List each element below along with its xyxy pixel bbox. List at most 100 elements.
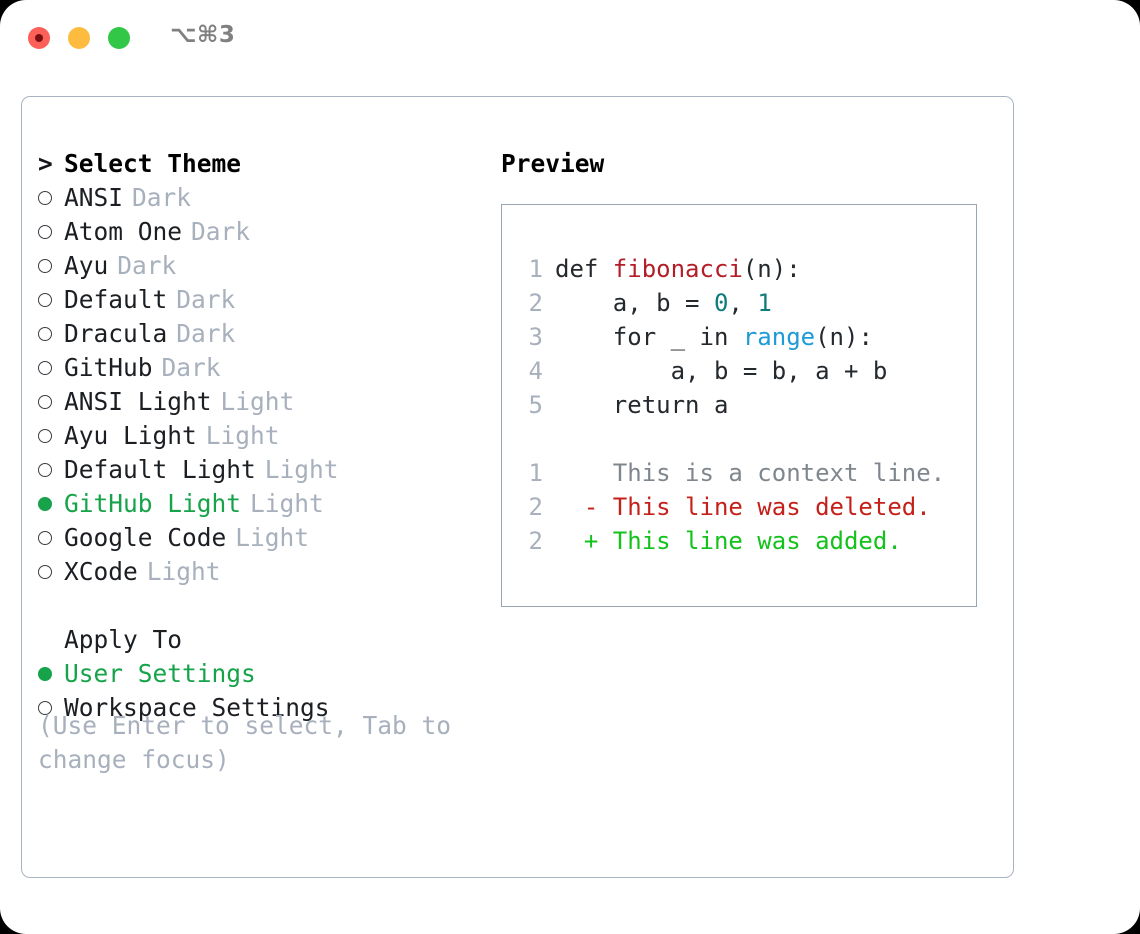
diff-line: 2 + This line was added. bbox=[521, 524, 945, 558]
radio-unselected-icon[interactable] bbox=[38, 419, 64, 453]
radio-unselected-icon[interactable] bbox=[38, 317, 64, 351]
select-theme-header: > Select Theme bbox=[38, 147, 488, 181]
code-token: (n): bbox=[742, 255, 801, 283]
radio-unselected-icon[interactable] bbox=[38, 555, 64, 589]
theme-option-kind: Light bbox=[220, 387, 295, 416]
minimize-button[interactable] bbox=[68, 27, 90, 49]
theme-option-row[interactable]: ANSI Light Light bbox=[38, 385, 488, 419]
theme-option-kind: Dark bbox=[176, 285, 236, 314]
theme-option-kind: Light bbox=[250, 489, 324, 518]
code-token: a, b = b, a + b bbox=[555, 357, 888, 385]
close-button[interactable] bbox=[28, 27, 50, 49]
diff-line-number: 2 bbox=[528, 527, 543, 555]
radio-unselected-icon[interactable] bbox=[38, 351, 64, 385]
theme-option-kind: Light bbox=[146, 557, 221, 586]
theme-option-label: Default bbox=[64, 285, 168, 314]
theme-option-label: Ayu bbox=[64, 251, 109, 280]
radio-dot bbox=[38, 327, 52, 341]
apply-to-marker-placeholder: ○ bbox=[38, 623, 64, 657]
theme-option-label: GitHub bbox=[64, 353, 153, 382]
radio-unselected-icon[interactable] bbox=[38, 249, 64, 283]
theme-option-row[interactable]: ANSI Dark bbox=[38, 181, 488, 215]
theme-option-label: Ayu Light bbox=[64, 421, 197, 450]
apply-to-header: ○Apply To bbox=[38, 623, 488, 657]
radio-dot bbox=[38, 395, 52, 409]
preview-title: Preview bbox=[501, 149, 605, 178]
theme-option-label: ANSI Light bbox=[64, 387, 212, 416]
diff-line: 2 - This line was deleted. bbox=[521, 490, 945, 524]
radio-unselected-icon[interactable] bbox=[38, 691, 64, 725]
radio-unselected-icon[interactable] bbox=[38, 215, 64, 249]
radio-dot bbox=[38, 701, 52, 715]
theme-option-label: ANSI bbox=[64, 183, 124, 212]
radio-dot bbox=[38, 293, 52, 307]
theme-option-row[interactable]: Atom One Dark bbox=[38, 215, 488, 249]
radio-selected-icon[interactable] bbox=[38, 657, 64, 691]
theme-option-kind: Dark bbox=[176, 319, 236, 348]
theme-option-kind: Dark bbox=[132, 183, 192, 212]
radio-unselected-icon[interactable] bbox=[38, 385, 64, 419]
apply-to-option-row[interactable]: User Settings bbox=[38, 657, 488, 691]
code-token: a, b = bbox=[555, 289, 714, 317]
theme-option-label: Atom One bbox=[64, 217, 183, 246]
section-spacer bbox=[38, 589, 488, 623]
code-token: fibonacci bbox=[612, 255, 743, 283]
maximize-button[interactable] bbox=[108, 27, 130, 49]
apply-to-header-label: Apply To bbox=[64, 625, 183, 654]
theme-option-label: XCode bbox=[64, 557, 138, 586]
keyboard-hint: (Use Enter to select, Tab to change focu… bbox=[38, 709, 458, 777]
radio-dot bbox=[38, 565, 52, 579]
theme-option-kind: Dark bbox=[191, 217, 251, 246]
diff-line-text: + This line was added. bbox=[555, 527, 902, 555]
theme-option-label: Google Code bbox=[64, 523, 227, 552]
code-token: , bbox=[728, 289, 758, 317]
keyboard-shortcut-label: ⌥⌘3 bbox=[170, 22, 236, 48]
radio-unselected-icon[interactable] bbox=[38, 283, 64, 317]
radio-selected-icon[interactable] bbox=[38, 487, 64, 521]
apply-to-option-label: Workspace Settings bbox=[64, 693, 330, 722]
code-token: (n): bbox=[815, 323, 873, 351]
radio-unselected-icon[interactable] bbox=[38, 181, 64, 215]
code-line-number: 5 bbox=[528, 391, 543, 419]
apply-to-option-label: User Settings bbox=[64, 659, 256, 688]
code-line: 4 a, b = b, a + b bbox=[521, 354, 945, 388]
code-line-number: 3 bbox=[528, 323, 543, 351]
diff-line-text: This is a context line. bbox=[555, 459, 946, 487]
code-line-number: 4 bbox=[528, 357, 543, 385]
code-line-number: 1 bbox=[528, 255, 543, 283]
theme-option-row[interactable]: GitHub Light Light bbox=[38, 487, 488, 521]
diff-line-number: 1 bbox=[528, 459, 543, 487]
code-token: 1 bbox=[757, 289, 772, 317]
theme-option-label: GitHub Light bbox=[64, 489, 242, 518]
code-blank-line bbox=[521, 422, 945, 456]
code-line-number: 2 bbox=[528, 289, 543, 317]
select-theme-header-label: Select Theme bbox=[64, 149, 242, 178]
radio-dot bbox=[38, 361, 52, 375]
code-token: for _ in bbox=[555, 323, 743, 351]
theme-option-row[interactable]: Default Dark bbox=[38, 283, 488, 317]
radio-unselected-icon[interactable] bbox=[38, 521, 64, 555]
theme-option-row[interactable]: XCode Light bbox=[38, 555, 488, 589]
theme-option-row[interactable]: Google Code Light bbox=[38, 521, 488, 555]
theme-option-kind: Light bbox=[264, 455, 339, 484]
radio-dot bbox=[38, 259, 52, 273]
radio-unselected-icon[interactable] bbox=[38, 453, 64, 487]
caret-icon: > bbox=[38, 149, 53, 178]
diff-line: 1 This is a context line. bbox=[521, 456, 946, 490]
apply-to-option-row[interactable]: Workspace Settings bbox=[38, 691, 488, 725]
theme-option-kind: Light bbox=[235, 523, 310, 552]
keyboard-hint-line-1: (Use Enter to select, Tab to bbox=[38, 711, 452, 740]
radio-dot bbox=[38, 429, 52, 443]
